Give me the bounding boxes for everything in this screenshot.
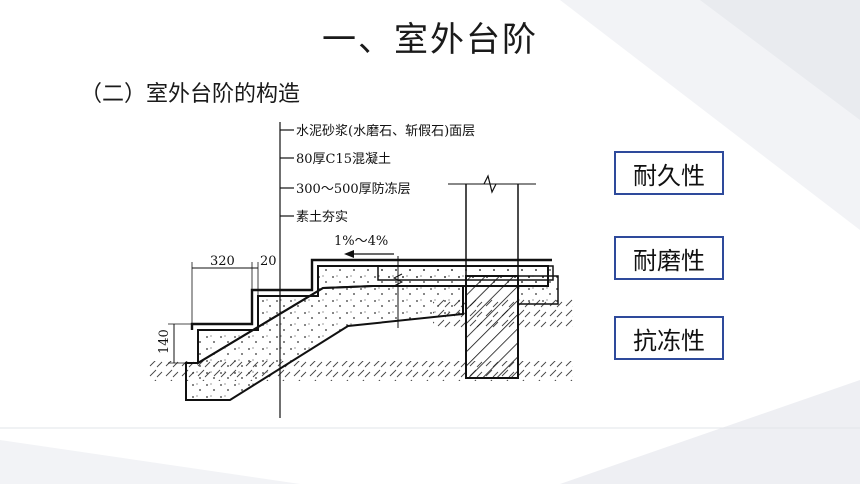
dim-tread-label: 320 (210, 254, 235, 269)
joint-zigzag (392, 273, 404, 287)
slope-arrow-head (344, 250, 354, 258)
slide-subtitle: （二）室外台阶的构造 (80, 82, 301, 107)
wall-section (465, 275, 519, 379)
dim-riser-label: 140 (157, 329, 172, 354)
property-box-durability: 耐久性 (614, 151, 724, 195)
layer-label-frost: 300～500厚防冻层 (296, 181, 411, 197)
step-construction-diagram: 水泥砂浆(水磨石、斩假石)面层 80厚C15混凝土 300～500厚防冻层 素土… (148, 118, 573, 420)
floor-slab-right (517, 275, 559, 305)
layer-label-concrete: 80厚C15混凝土 (296, 151, 391, 167)
slide-title: 一、室外台阶 (322, 20, 538, 60)
layer-label-finish: 水泥砂浆(水磨石、斩假石)面层 (296, 124, 475, 139)
dim-gap-label: 20 (260, 254, 277, 269)
wall-break-zigzag (483, 174, 497, 194)
slope-label: 1%～4% (334, 234, 388, 249)
property-box-wear-resistance: 耐磨性 (614, 236, 724, 280)
layer-label-soil: 素土夯实 (296, 210, 348, 225)
diagram-svg: 水泥砂浆(水磨石、斩假石)面层 80厚C15混凝土 300～500厚防冻层 素土… (148, 122, 573, 418)
property-box-frost-resistance: 抗冻性 (614, 316, 724, 360)
